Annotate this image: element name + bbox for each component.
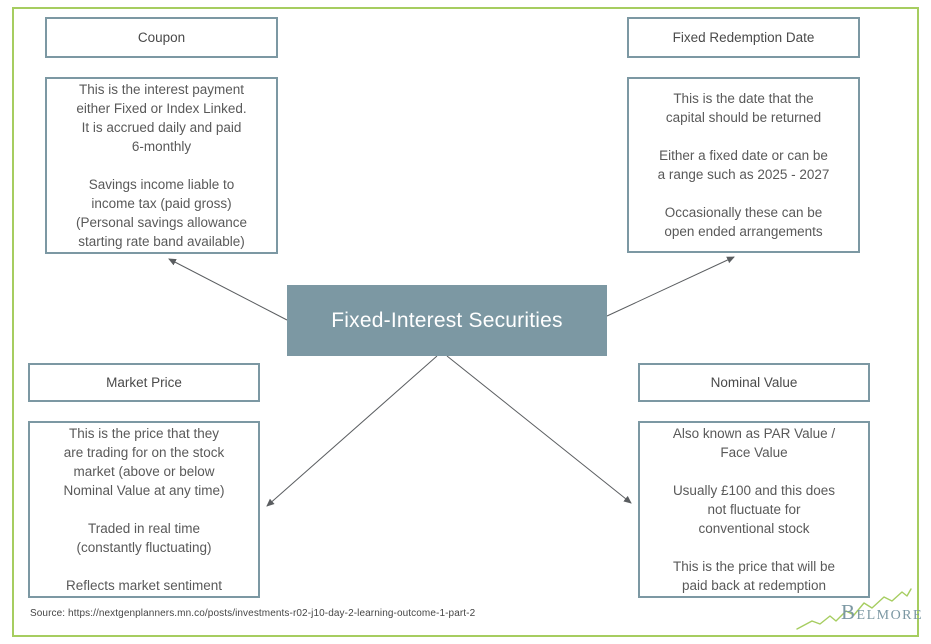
market-price-title-label: Market Price xyxy=(106,375,182,390)
nominal-value-paragraph-3: This is the price that will be paid back… xyxy=(672,559,836,593)
market-price-description-box: This is the price that they are trading … xyxy=(28,421,260,598)
fixed-redemption-date-paragraph-3: Occasionally these can be open ended arr… xyxy=(664,205,823,239)
trend-line-icon xyxy=(796,588,912,630)
arrow-center-to-coupon xyxy=(168,258,288,321)
fixed-redemption-date-title-box: Fixed Redemption Date xyxy=(627,17,860,58)
market-price-paragraph-1: This is the price that they are trading … xyxy=(63,426,225,498)
nominal-value-description-box: Also known as PAR Value / Face Value Usu… xyxy=(638,421,870,598)
center-node-label: Fixed-Interest Securities xyxy=(331,308,563,332)
fixed-redemption-date-paragraph-2: Either a fixed date or can be a range su… xyxy=(657,148,830,182)
fixed-redemption-date-title-label: Fixed Redemption Date xyxy=(672,30,815,45)
coupon-title-box: Coupon xyxy=(45,17,278,58)
arrow-center-to-nominal-value xyxy=(446,355,632,504)
market-price-paragraph-3: Reflects market sentiment xyxy=(65,578,223,593)
coupon-paragraph-2: Savings income liable to income tax (pai… xyxy=(75,177,248,249)
market-price-paragraph-2: Traded in real time (constantly fluctuat… xyxy=(76,521,212,555)
nominal-value-paragraph-1: Also known as PAR Value / Face Value xyxy=(672,426,836,460)
nominal-value-title-label: Nominal Value xyxy=(710,375,798,390)
coupon-paragraph-1: This is the interest payment either Fixe… xyxy=(76,82,247,154)
arrow-center-to-fixed-redemption-date xyxy=(606,256,735,317)
fixed-redemption-date-description-box: This is the date that the capital should… xyxy=(627,77,860,253)
coupon-description-box: This is the interest payment either Fixe… xyxy=(45,77,278,254)
source-citation: Source: https://nextgenplanners.mn.co/po… xyxy=(30,608,476,619)
belmore-logo-text: Belmore xyxy=(841,600,924,624)
belmore-logo: Belmore xyxy=(790,585,924,637)
market-price-title-box: Market Price xyxy=(28,363,260,402)
arrow-center-to-market-price xyxy=(266,355,438,507)
center-node: Fixed-Interest Securities xyxy=(287,285,607,356)
nominal-value-title-box: Nominal Value xyxy=(638,363,870,402)
coupon-title-label: Coupon xyxy=(137,30,186,45)
fixed-redemption-date-paragraph-1: This is the date that the capital should… xyxy=(665,91,822,125)
nominal-value-paragraph-2: Usually £100 and this does not fluctuate… xyxy=(672,483,836,536)
